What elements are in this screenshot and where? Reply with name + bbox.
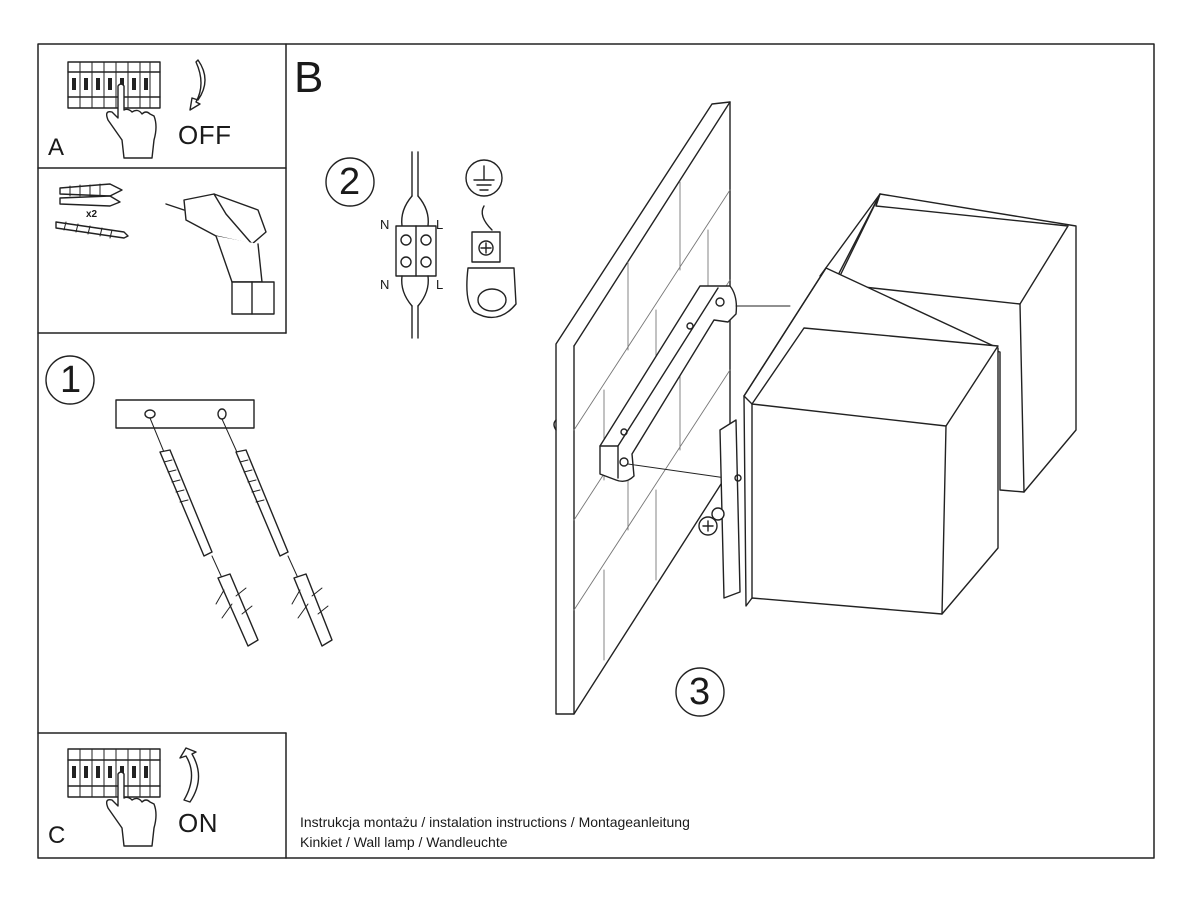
panel-c-label: C [48, 822, 66, 849]
footer-line-1: Instrukcja montażu / instalation instruc… [300, 814, 690, 830]
footer-line-2: Kinkiet / Wall lamp / Wandleuchte [300, 834, 508, 850]
live-bottom-label: L [436, 277, 444, 292]
drill-bit-left [159, 449, 213, 557]
arrow-down-icon [189, 59, 206, 111]
step-3-number: 3 [689, 671, 711, 713]
off-label: OFF [178, 120, 232, 150]
arrow-up-icon [179, 747, 200, 803]
ground-terminal [466, 205, 517, 319]
step-2-circle [325, 157, 375, 207]
panel-b-label: B [294, 53, 324, 102]
drill-bit-right [235, 449, 289, 557]
lamp-body [553, 193, 1077, 615]
step-1-number: 1 [60, 359, 82, 401]
hand-icon-on [105, 771, 157, 847]
step-2-number: 2 [339, 161, 361, 203]
panel-a-label: A [48, 134, 65, 161]
wall-plug-left [211, 555, 259, 647]
step-1-circle [45, 355, 95, 405]
circuit-breaker-icon-on [67, 748, 161, 798]
mounting-bracket [599, 285, 738, 483]
on-label: ON [178, 808, 218, 838]
live-top-label: L [436, 217, 444, 232]
circuit-breaker-icon [67, 61, 161, 109]
step-3-circle [675, 667, 725, 717]
screw-icon [55, 221, 129, 239]
neutral-top-label: N [380, 217, 390, 232]
wire-connector [395, 151, 437, 339]
neutral-bottom-label: N [380, 277, 390, 292]
panel-frames [37, 43, 1155, 859]
ground-symbol-icon [465, 159, 503, 197]
hand-icon [105, 83, 157, 159]
quantity-label: x2 [86, 209, 98, 220]
wall-plug-right [287, 555, 333, 647]
wall-plug-icon [59, 183, 123, 207]
drill-icon [165, 193, 275, 315]
